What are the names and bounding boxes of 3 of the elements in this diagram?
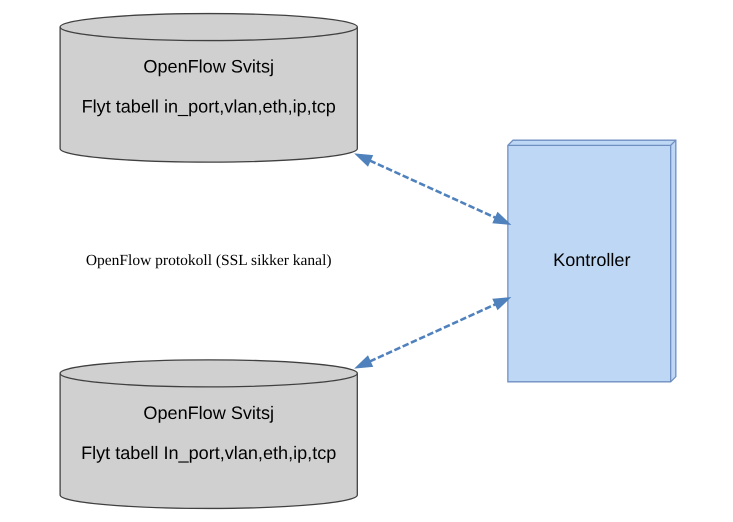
arrow	[354, 297, 511, 369]
label: OpenFlow protokoll (SSL sikker kanal)	[85, 252, 332, 270]
arrow	[354, 153, 511, 225]
